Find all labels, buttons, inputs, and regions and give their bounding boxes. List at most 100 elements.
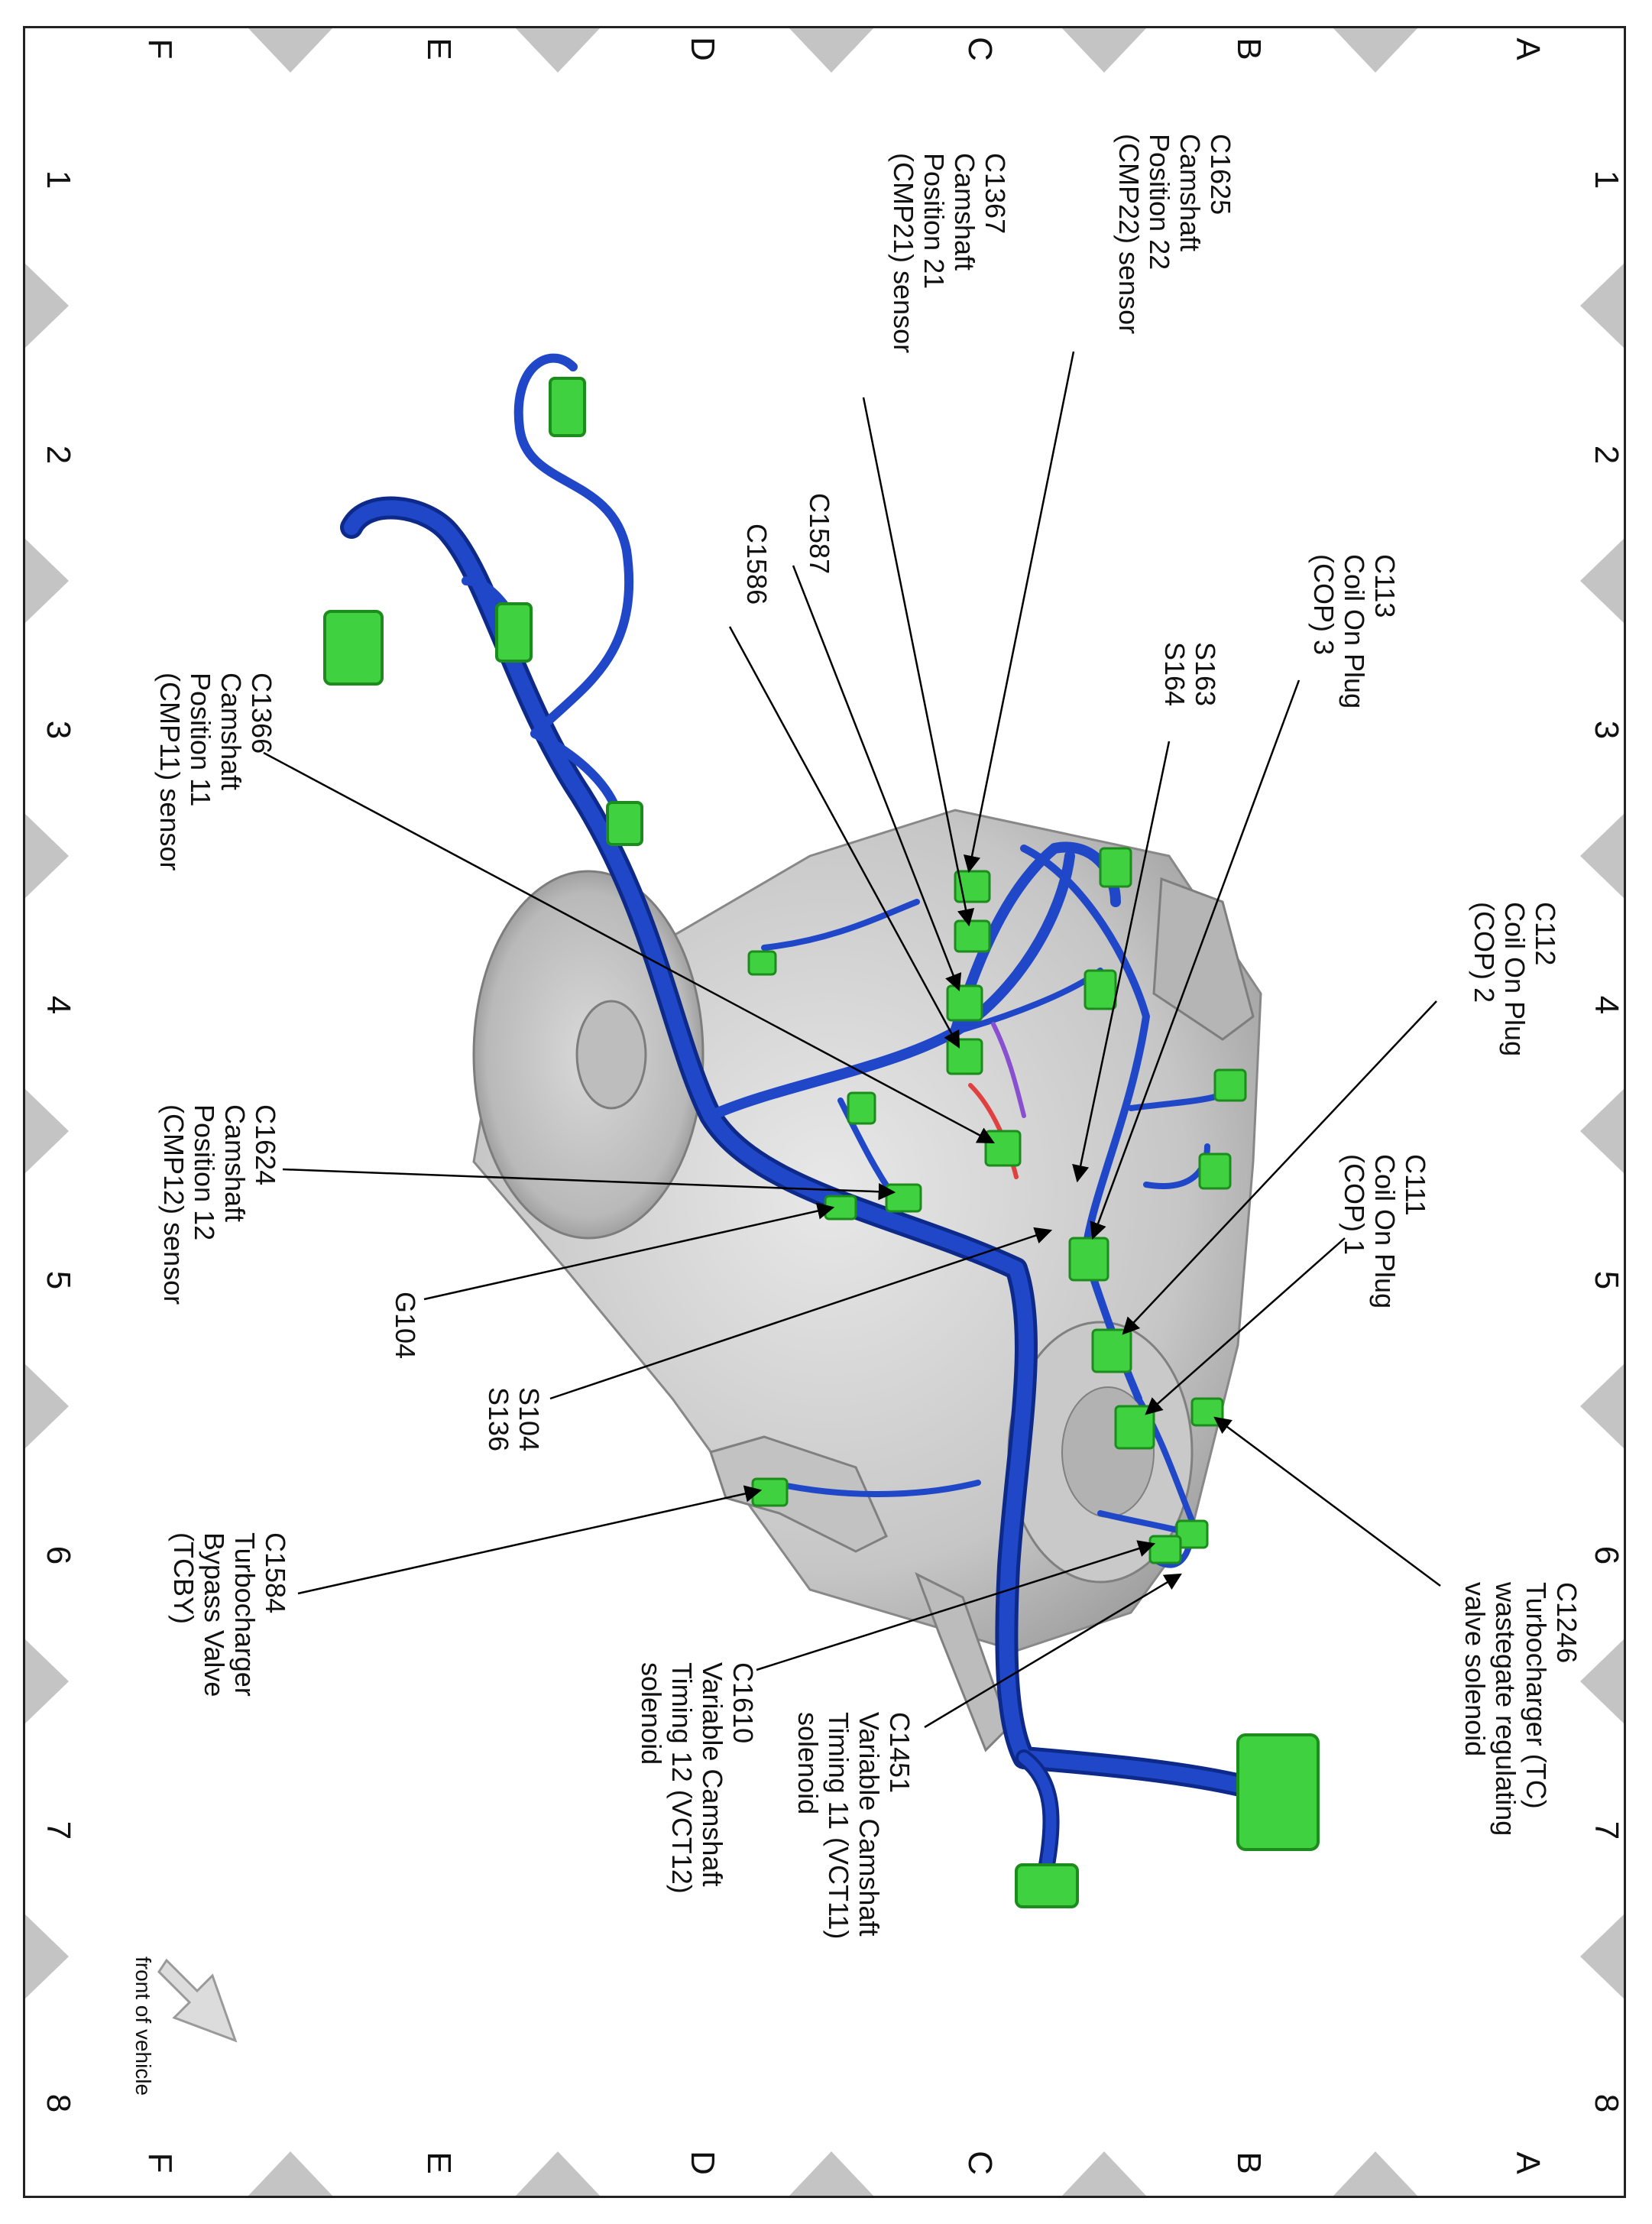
- grid-label-right-6: 6: [1588, 1546, 1625, 1564]
- grid-label-top-f: F: [141, 39, 179, 60]
- leader-s104: [549, 1227, 1053, 1400]
- harness-branch-upper-3: [1020, 845, 1150, 1257]
- grid-marker-right-3: [1580, 1089, 1624, 1173]
- grid-labels: A B C D E F A B C D E F 1 2 3 4 5 6 7 8 …: [40, 37, 1625, 2175]
- callout-c1366: C1366 Camshaft Position 11 (CMP11) senso…: [154, 673, 277, 870]
- harness-branch-upper-4: [761, 899, 920, 951]
- connector-c1624: [885, 1183, 922, 1213]
- harness-branch-top-loop: [513, 353, 634, 738]
- connector-top-loop: [549, 377, 586, 437]
- grid-label-top-b: B: [1230, 37, 1268, 60]
- grid-label-left-3: 3: [40, 721, 77, 739]
- callout-c1587: C1587: [804, 493, 835, 574]
- grid-marker-right-5: [1580, 1639, 1624, 1723]
- connector-c1246: [1190, 1397, 1224, 1427]
- grid-label-right-5: 5: [1588, 1271, 1625, 1289]
- grid-marker-left-1: [25, 539, 69, 623]
- connector-upper-a: [1084, 969, 1117, 1010]
- valve-cover: [1152, 877, 1255, 1041]
- grid-label-bottom-b: B: [1230, 2151, 1268, 2174]
- callout-c1624: C1624 Camshaft Position 12 (CMP12) senso…: [158, 1104, 281, 1305]
- leader-s163: [1072, 741, 1171, 1183]
- callout-c112: C112 Coil On Plug (COP) 2: [1469, 902, 1561, 1064]
- leader-c1587: [792, 565, 962, 992]
- grid-label-top-a: A: [1509, 37, 1547, 60]
- harness-branch-lower-1: [1135, 1396, 1195, 1568]
- grid-label-top-c: C: [961, 37, 999, 61]
- grid-marker-left-4: [25, 1364, 69, 1448]
- grid-marker-bottom-3: [516, 2151, 600, 2196]
- leader-lines: [263, 351, 1441, 1729]
- leader-c1586: [728, 626, 960, 1049]
- grid-label-left-2: 2: [40, 446, 77, 464]
- turbo-pipe: [709, 1435, 888, 1553]
- grid-label-bottom-a: A: [1509, 2151, 1547, 2174]
- connector-cop1: [1114, 1405, 1155, 1450]
- grid-label-right-8: 8: [1588, 2094, 1625, 2112]
- connector-upper-e: [747, 950, 777, 976]
- front-arrow-icon: [157, 1958, 238, 2043]
- callout-s104: S104 S136: [483, 1387, 545, 1459]
- grid-marker-right-2: [1580, 814, 1624, 898]
- callout-c1367: C1367 Camshaft Position 21 (CMP21) senso…: [888, 153, 1011, 353]
- connector-bottom: [1015, 1863, 1079, 1908]
- grid-label-right-7: 7: [1588, 1821, 1625, 1840]
- harness-purple-branch: [991, 1022, 1026, 1118]
- grid-marker-top-1: [1062, 28, 1146, 73]
- callout-c1625: C1625 Camshaft Position 22 (CMP22) senso…: [1113, 134, 1236, 334]
- grid-label-bottom-f: F: [141, 2153, 179, 2174]
- grid-marker-left-6: [25, 1914, 69, 1999]
- callout-c1451: C1451 Variable Camshaft Timing 11 (VCT11…: [792, 1712, 915, 1947]
- callout-g104: G104: [390, 1292, 421, 1359]
- leader-c111: [1145, 1237, 1346, 1415]
- connectors: [323, 377, 1320, 1908]
- leader-c1610: [756, 1540, 1156, 1671]
- grid-marker-left-3: [25, 1089, 69, 1173]
- grid-marker-bottom-2: [789, 2151, 873, 2196]
- flywheel-hub: [575, 1000, 647, 1110]
- callout-c1610: C1610 Variable Camshaft Timing 12 (VCT12…: [636, 1662, 759, 1901]
- leader-c1366: [263, 751, 995, 1144]
- connector-c1367: [954, 919, 991, 953]
- callout-labels: C1625 Camshaft Position 22 (CMP22) senso…: [154, 134, 1582, 1947]
- leader-c1624: [282, 1168, 896, 1201]
- leader-c1367: [862, 397, 975, 927]
- grid-markers: [25, 28, 1624, 2196]
- connector-upper-b: [1099, 847, 1132, 888]
- connector-pcm-main: [1236, 1733, 1320, 1851]
- grid-label-right-4: 4: [1588, 996, 1625, 1014]
- connector-cop3: [1068, 1237, 1109, 1282]
- connector-top-left: [323, 610, 384, 686]
- grid-label-top-e: E: [420, 37, 458, 60]
- grid-marker-left-5: [25, 1639, 69, 1723]
- leader-c112: [1122, 1000, 1437, 1335]
- front-of-vehicle-indicator: front of vehicle: [131, 1957, 238, 2096]
- leader-c1246: [1213, 1416, 1441, 1587]
- leader-c1584: [297, 1485, 763, 1595]
- connector-c1587: [946, 984, 983, 1022]
- grid-marker-right-4: [1580, 1364, 1624, 1448]
- harness-branch-tcby: [769, 1480, 981, 1497]
- connector-c1366: [984, 1130, 1022, 1167]
- connector-cop2: [1091, 1328, 1132, 1373]
- grid-label-left-5: 5: [40, 1271, 77, 1289]
- leader-g104: [423, 1202, 835, 1301]
- callout-c1246: C1246 Turbocharger (TC) wastegate regula…: [1459, 1581, 1582, 1843]
- connector-c1586: [946, 1038, 983, 1075]
- engine-block: [472, 809, 1262, 1752]
- grid-label-right-1: 1: [1588, 170, 1625, 189]
- grid-marker-bottom-1: [1062, 2151, 1146, 2196]
- connector-c1584: [751, 1477, 789, 1507]
- callout-c1586: C1586: [741, 524, 773, 605]
- grid-marker-right-0: [1580, 264, 1624, 348]
- connector-c1610: [1148, 1535, 1182, 1564]
- connector-c1366-plug: [606, 801, 643, 846]
- grid-label-right-3: 3: [1588, 721, 1625, 739]
- connector-upper-d: [1198, 1153, 1232, 1190]
- exhaust-pipe: [915, 1571, 1010, 1752]
- leader-c1451: [924, 1573, 1182, 1729]
- connector-c1451: [1175, 1519, 1209, 1549]
- grid-marker-left-0: [25, 264, 69, 348]
- leader-c113: [1090, 679, 1301, 1240]
